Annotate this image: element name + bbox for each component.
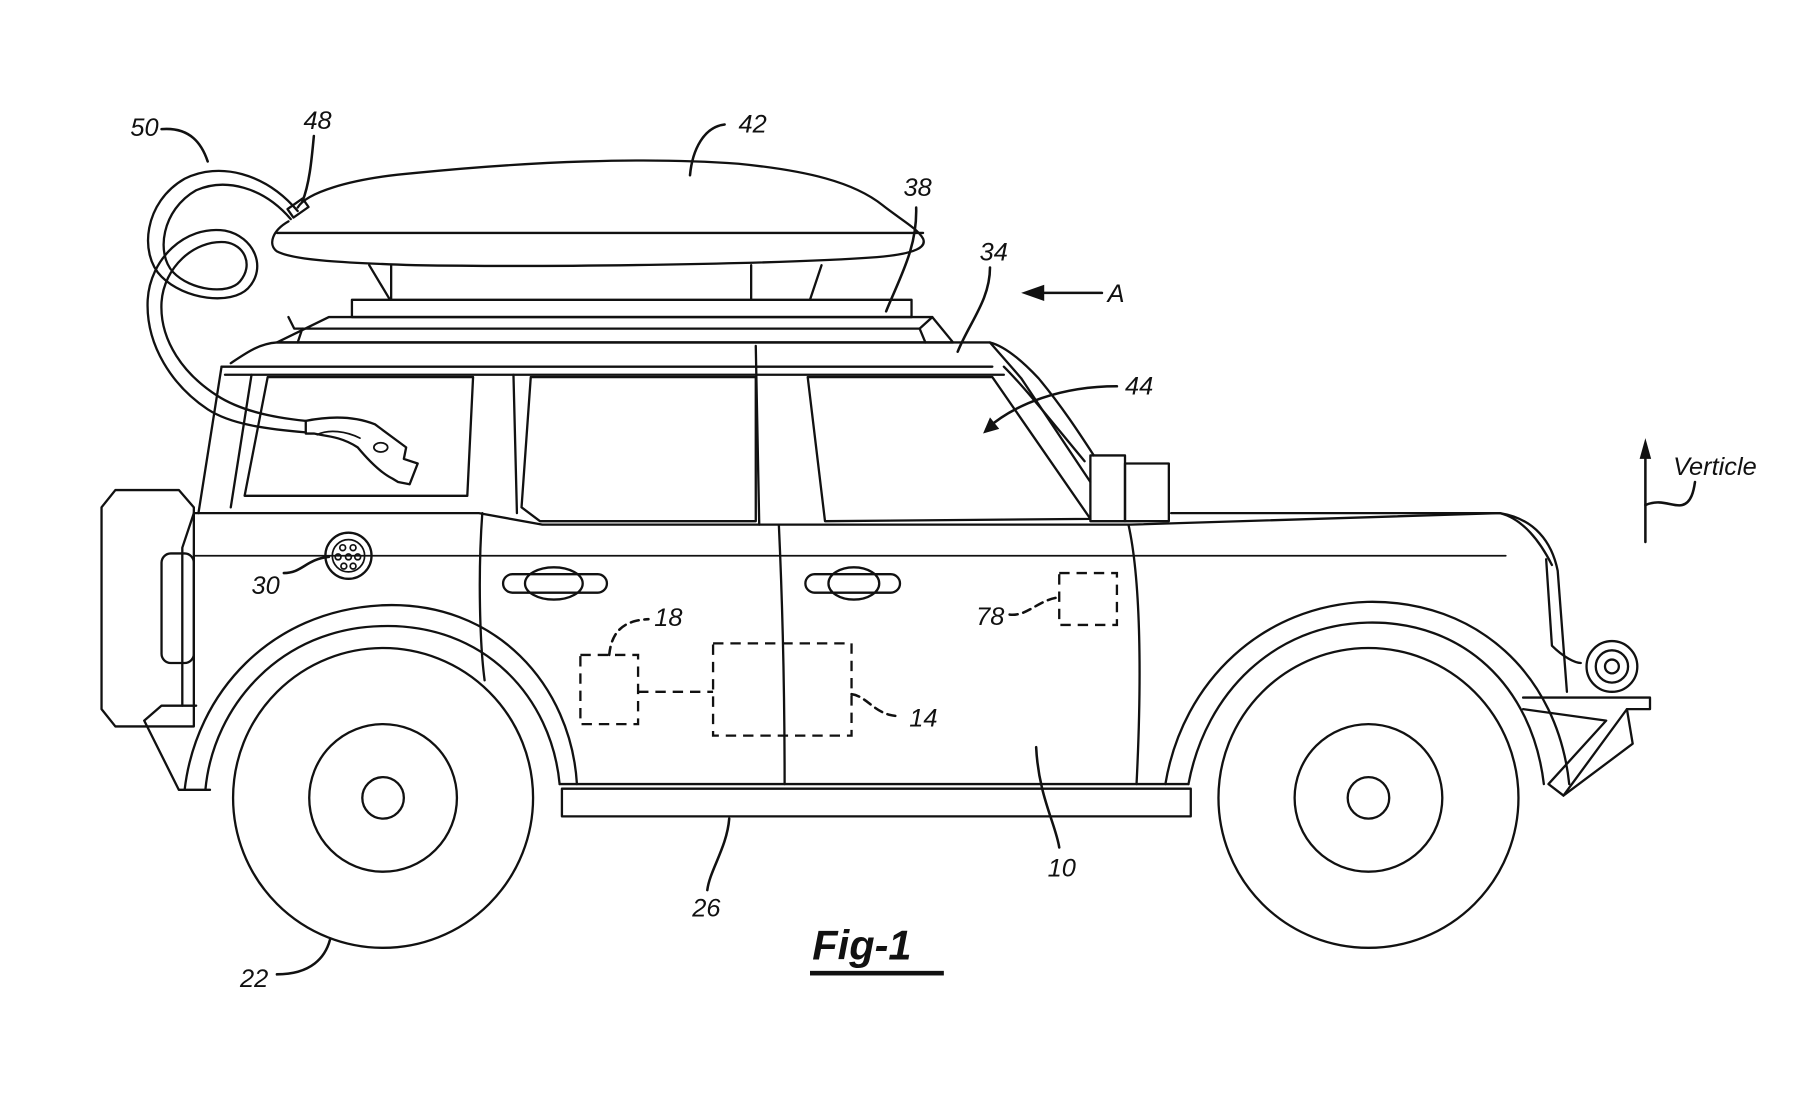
label-18: 18	[654, 604, 682, 632]
charging-cable	[146, 169, 419, 486]
label-48: 48	[303, 107, 331, 135]
module-18-box	[579, 653, 640, 726]
label-14: 14	[909, 704, 937, 732]
module-78-box	[1058, 571, 1119, 627]
figure-caption-underline	[810, 970, 944, 976]
label-42: 42	[738, 111, 766, 139]
controller-14-box	[711, 642, 853, 737]
label-78: 78	[976, 603, 1004, 631]
label-22: 22	[239, 965, 268, 993]
label-44: 44	[1125, 372, 1153, 400]
label-30: 30	[252, 572, 280, 600]
roof-rack	[275, 298, 955, 344]
label-50: 50	[130, 114, 158, 142]
label-10: 10	[1048, 854, 1076, 882]
vehicle-body	[100, 341, 1652, 797]
cargo-box	[271, 159, 925, 301]
front-wheel	[1164, 600, 1571, 949]
label-34: 34	[980, 239, 1008, 267]
charge-port	[324, 531, 373, 580]
rear-wheel	[183, 604, 579, 949]
rocker-panel	[560, 787, 1192, 818]
label-26: 26	[691, 895, 721, 923]
label-a: A	[1106, 280, 1125, 308]
figure-caption: Fig-1	[812, 921, 911, 968]
label-38: 38	[903, 174, 931, 202]
label-verticle: Verticle	[1673, 453, 1757, 481]
